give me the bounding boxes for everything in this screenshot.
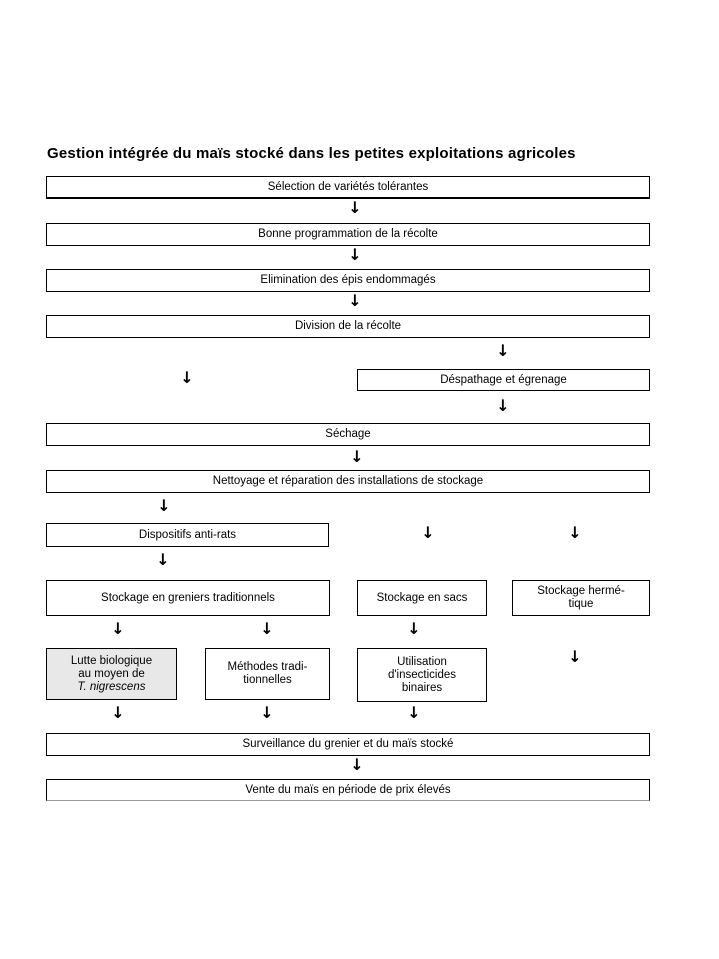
box-stockage-sacs: Stockage en sacs bbox=[357, 580, 487, 616]
down-arrow: ↓ bbox=[568, 523, 582, 542]
down-arrow: ↓ bbox=[568, 647, 582, 666]
down-arrow: ↓ bbox=[180, 368, 194, 387]
box-insecticides-binaires-line3: binaires bbox=[401, 681, 443, 694]
box-division-recolte-label: Division de la récolte bbox=[294, 320, 402, 332]
species-name-italic: T. nigrescens bbox=[77, 680, 146, 693]
box-selection-varietes: Sélection de variétés tolérantes bbox=[46, 176, 650, 199]
box-lutte-biologique-line3: T. nigrescens bbox=[71, 681, 152, 694]
box-lutte-biologique-line2: au moyen de bbox=[78, 667, 145, 680]
down-arrow: ↓ bbox=[111, 703, 125, 722]
box-division-recolte: Division de la récolte bbox=[46, 315, 650, 338]
box-insecticides-binaires-line2: d'insecticides bbox=[387, 668, 457, 681]
down-arrow: ↓ bbox=[348, 198, 362, 217]
down-arrow: ↓ bbox=[407, 703, 421, 722]
page-title: Gestion intégrée du maïs stocké dans les… bbox=[47, 145, 576, 162]
box-surveillance-grenier-label: Surveillance du grenier et du maïs stock… bbox=[242, 738, 454, 750]
box-elimination-epis: Elimination des épis endommagés bbox=[46, 269, 650, 292]
box-methodes-traditionnelles-line1: Méthodes tradi- bbox=[227, 661, 308, 673]
box-programmation-recolte: Bonne programmation de la récolte bbox=[46, 223, 650, 246]
box-stockage-hermetique: Stockage hermé- tique bbox=[512, 580, 650, 616]
box-stockage-sacs-label: Stockage en sacs bbox=[376, 591, 468, 604]
box-vente-mais: Vente du maïs en période de prix élevés bbox=[46, 779, 650, 801]
down-arrow: ↓ bbox=[350, 755, 364, 774]
box-insecticides-binaires: Utilisation d'insecticides binaires bbox=[357, 648, 487, 702]
box-programmation-recolte-label: Bonne programmation de la récolte bbox=[258, 228, 438, 240]
down-arrow: ↓ bbox=[157, 496, 171, 515]
box-methodes-traditionnelles: Méthodes tradi- tionnelles bbox=[205, 648, 330, 700]
box-insecticides-binaires-line1: Utilisation bbox=[397, 655, 447, 668]
down-arrow: ↓ bbox=[156, 550, 170, 569]
down-arrow: ↓ bbox=[496, 341, 510, 360]
box-stockage-hermetique-line2: tique bbox=[568, 598, 594, 610]
box-despathage-egrenage: Déspathage et égrenage bbox=[357, 369, 650, 391]
down-arrow: ↓ bbox=[421, 523, 435, 542]
box-sechage-label: Séchage bbox=[325, 428, 371, 440]
down-arrow: ↓ bbox=[111, 619, 125, 638]
box-despathage-egrenage-label: Déspathage et égrenage bbox=[440, 373, 567, 386]
box-surveillance-grenier: Surveillance du grenier et du maïs stock… bbox=[46, 733, 650, 756]
down-arrow: ↓ bbox=[496, 396, 510, 415]
box-selection-varietes-label: Sélection de variétés tolérantes bbox=[267, 180, 429, 193]
box-lutte-biologique-line1: Lutte biologique bbox=[70, 654, 153, 667]
down-arrow: ↓ bbox=[260, 619, 274, 638]
box-stockage-hermetique-line1: Stockage hermé- bbox=[537, 585, 625, 597]
box-stockage-greniers: Stockage en greniers traditionnels bbox=[46, 580, 330, 616]
down-arrow: ↓ bbox=[350, 447, 364, 466]
box-nettoyage-reparation-label: Nettoyage et réparation des installation… bbox=[212, 475, 484, 487]
box-lutte-biologique: Lutte biologique au moyen de T. nigresce… bbox=[46, 648, 177, 700]
down-arrow: ↓ bbox=[348, 291, 362, 310]
box-dispositifs-anti-rats-label: Dispositifs anti-rats bbox=[138, 528, 237, 541]
down-arrow: ↓ bbox=[407, 619, 421, 638]
down-arrow: ↓ bbox=[260, 703, 274, 722]
box-elimination-epis-label: Elimination des épis endommagés bbox=[260, 274, 436, 286]
box-stockage-greniers-label: Stockage en greniers traditionnels bbox=[101, 591, 275, 604]
down-arrow: ↓ bbox=[348, 245, 362, 264]
box-nettoyage-reparation: Nettoyage et réparation des installation… bbox=[46, 470, 650, 493]
box-vente-mais-label: Vente du maïs en période de prix élevés bbox=[245, 783, 451, 796]
box-sechage: Séchage bbox=[46, 423, 650, 446]
box-methodes-traditionnelles-line2: tionnelles bbox=[243, 674, 292, 686]
box-dispositifs-anti-rats: Dispositifs anti-rats bbox=[46, 523, 329, 547]
